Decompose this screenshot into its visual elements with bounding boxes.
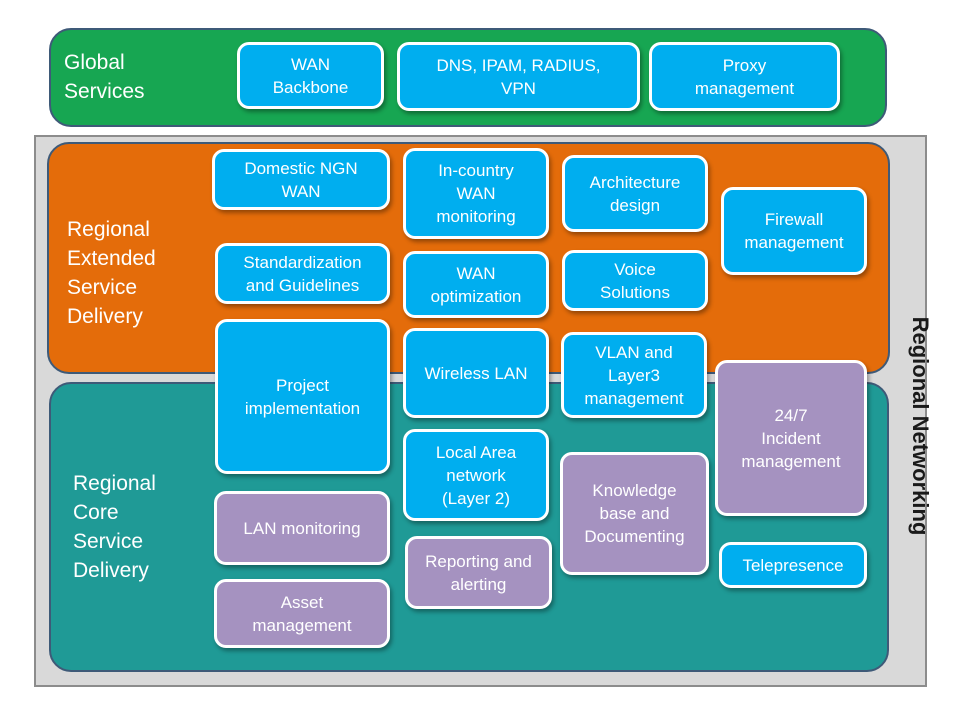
- domestic-ngn-wan-box: Domestic NGN WAN: [212, 149, 390, 210]
- voice-solutions-box: Voice Solutions: [562, 250, 708, 311]
- regional-extended-label: Regional Extended Service Delivery: [67, 218, 156, 328]
- vlan-layer3-management-box: VLAN and Layer3 management: [561, 332, 707, 418]
- global-services-label: Global Services: [64, 51, 145, 103]
- asset-management-box: Asset management: [214, 579, 390, 648]
- project-implementation-box: Project implementation: [215, 319, 390, 474]
- reporting-alerting-box: Reporting and alerting: [405, 536, 552, 609]
- architecture-design-box: Architecture design: [562, 155, 708, 232]
- telepresence-box: Telepresence: [719, 542, 867, 588]
- lan-monitoring-box: LAN monitoring: [214, 491, 390, 565]
- in-country-wan-monitoring-box: In-country WAN monitoring: [403, 148, 549, 239]
- knowledge-base-documenting-box: Knowledge base and Documenting: [560, 452, 709, 575]
- standardization-guidelines-box: Standardization and Guidelines: [215, 243, 390, 304]
- firewall-management-box: Firewall management: [721, 187, 867, 275]
- incident-management-box: 24/7 Incident management: [715, 360, 867, 516]
- regional-networking-label: Regional Networking: [908, 316, 933, 536]
- proxy-management-box: Proxy management: [649, 42, 840, 111]
- wan-optimization-box: WAN optimization: [403, 251, 549, 318]
- wireless-lan-box: Wireless LAN: [403, 328, 549, 418]
- wan-backbone-box: WAN Backbone: [237, 42, 384, 109]
- regional-core-label: Regional Core Service Delivery: [73, 472, 156, 582]
- dns-ipam-radius-vpn-box: DNS, IPAM, RADIUS, VPN: [397, 42, 640, 111]
- local-area-network-box: Local Area network (Layer 2): [403, 429, 549, 521]
